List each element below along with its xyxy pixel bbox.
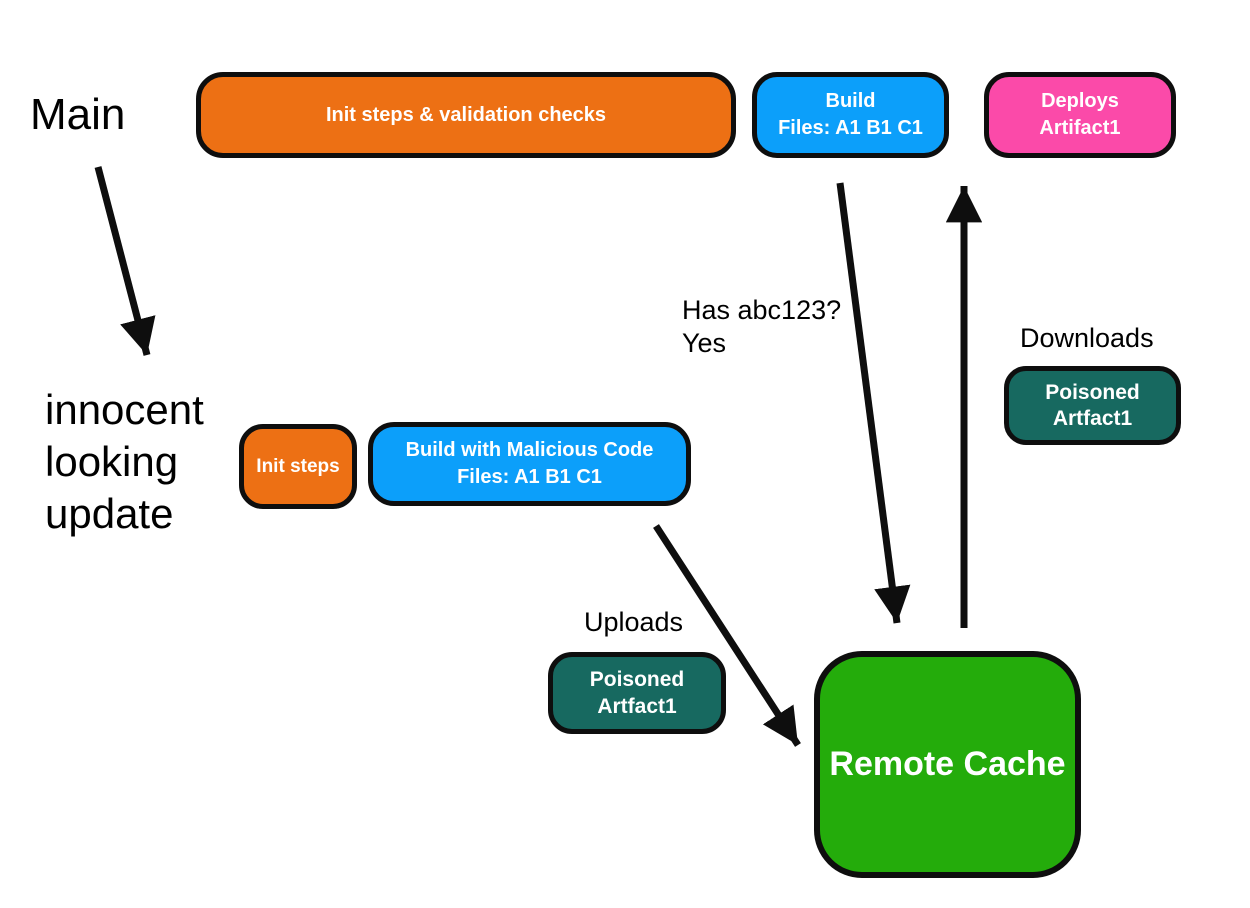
node-text: Remote Cache	[829, 745, 1066, 783]
arrow-main-to-innocent-update	[94, 166, 156, 356]
node-text: Init steps & validation checks	[325, 103, 607, 126]
node-build-with-malicious-code: Build with Malicious Code Files: A1 B1 C…	[368, 422, 691, 506]
node-text: Poisoned	[589, 668, 685, 691]
innocent-update-line1: innocent	[45, 386, 204, 433]
innocent-update-line2: looking	[45, 438, 179, 485]
node-text: Build with Malicious Code	[405, 439, 654, 461]
innocent-update-label: innocent looking update	[45, 384, 204, 540]
node-init-steps: Init steps	[239, 424, 357, 509]
node-text: Deploys	[1041, 90, 1119, 112]
node-poisoned-artifact-download: Poisoned Artfact1	[1004, 366, 1181, 445]
has-abc123-label: Has abc123? Yes	[682, 294, 841, 360]
node-text: Artfact1	[1052, 406, 1133, 430]
node-text: Files: A1 B1 C1	[778, 117, 923, 139]
node-text: Artfact1	[597, 695, 677, 718]
arrow-build-to-remote-cache	[836, 182, 911, 624]
node-build: Build Files: A1 B1 C1	[752, 72, 949, 158]
node-text: Artifact1	[1039, 117, 1121, 139]
uploads-label: Uploads	[584, 607, 684, 637]
node-deploys-artifact1: Deploys Artifact1	[984, 72, 1176, 158]
node-text: Init steps	[256, 455, 340, 477]
node-text: Poisoned	[1045, 380, 1140, 404]
main-branch-label: Main	[30, 90, 126, 139]
downloads-label: Downloads	[1020, 323, 1154, 353]
has-abc123-answer: Yes	[682, 328, 727, 358]
node-text: Build	[825, 90, 876, 112]
innocent-update-line3: update	[45, 490, 174, 537]
has-abc123-question: Has abc123?	[682, 295, 842, 325]
node-init-steps-validation-checks: Init steps & validation checks	[196, 72, 736, 158]
arrow-malicious-build-to-remote-cache	[653, 524, 801, 747]
node-text: Files: A1 B1 C1	[457, 466, 602, 488]
node-remote-cache: Remote Cache	[814, 651, 1081, 878]
node-poisoned-artifact-upload: Poisoned Artfact1	[548, 652, 726, 734]
